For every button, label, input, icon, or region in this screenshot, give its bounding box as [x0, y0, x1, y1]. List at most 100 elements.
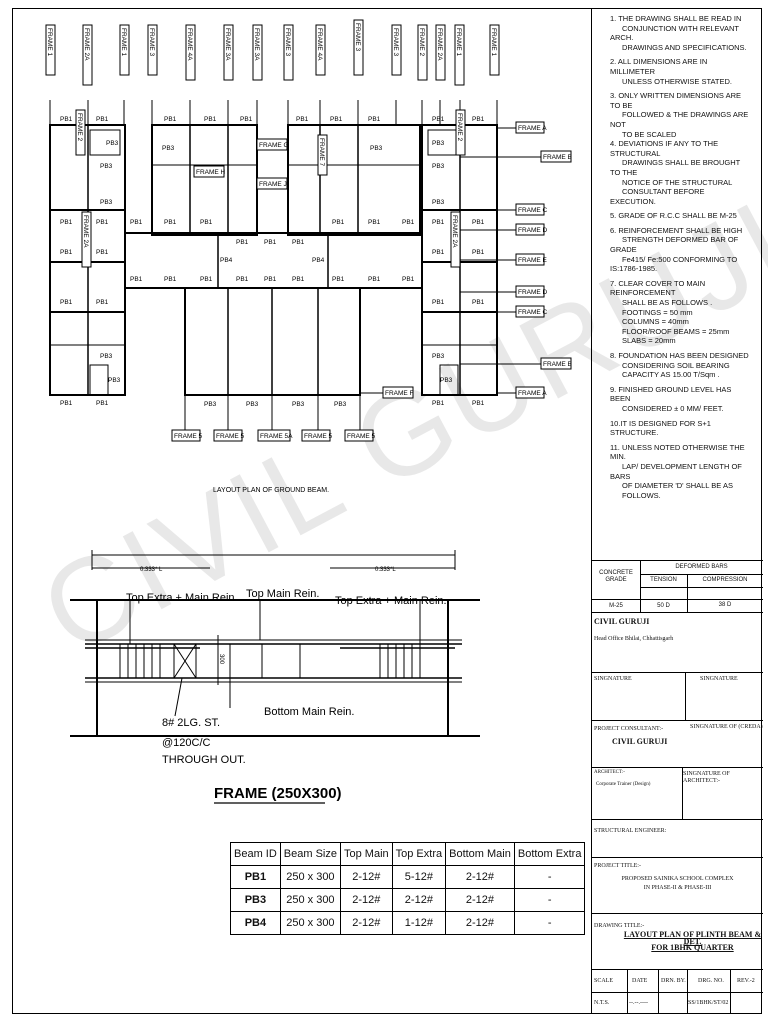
svg-text:PB1: PB1 [240, 116, 253, 123]
frame-tag: FRAME H [196, 169, 226, 176]
frame-tag: FRAME 3 [354, 23, 361, 52]
svg-text:PB1: PB1 [296, 116, 309, 123]
frame-tag: FRAME E [518, 257, 548, 264]
frame-tag: FRAME 2A [451, 215, 458, 248]
svg-text:PB1: PB1 [200, 219, 213, 226]
svg-text:PB1: PB1 [264, 276, 277, 283]
svg-text:PB3: PB3 [432, 140, 445, 147]
svg-text:PB1: PB1 [472, 249, 485, 256]
svg-text:PB3: PB3 [108, 377, 121, 384]
svg-text:PB3: PB3 [432, 163, 445, 170]
frame-tag: FRAME 3A [224, 28, 231, 61]
svg-text:PB3: PB3 [100, 353, 113, 360]
svg-text:PB4: PB4 [220, 257, 233, 264]
frame-tag: FRAME 5 [347, 433, 376, 440]
frame-tag: FRAME 5 [174, 433, 203, 440]
frame-detail: 0.333* L 0.333*L Top Extra + Main Rein. … [70, 550, 480, 804]
svg-text:PB3: PB3 [432, 199, 445, 206]
side-frame-tags: FRAME A FRAME B FRAME C FRAME D FRAME E … [515, 121, 572, 399]
svg-text:PB1: PB1 [432, 116, 445, 123]
svg-text:PB3: PB3 [162, 145, 175, 152]
svg-text:PB1: PB1 [292, 239, 305, 246]
svg-text:PB1: PB1 [368, 219, 381, 226]
frame-tag: FRAME A [518, 390, 547, 397]
frame-tag: FRAME 3 [148, 28, 155, 57]
stirrup-text-3: THROUGH OUT. [162, 754, 246, 766]
notes-divider [591, 8, 592, 560]
svg-text:PB1: PB1 [472, 219, 485, 226]
plan-title: LAYOUT PLAN OF GROUND BEAM. [213, 487, 329, 494]
svg-text:PB1: PB1 [472, 299, 485, 306]
layout-plan: FRAME 1 FRAME 2A FRAME 1 FRAME 3 FRAME 4… [45, 19, 572, 494]
frame-tag: FRAME 5A [260, 433, 293, 440]
svg-text:PB3: PB3 [204, 401, 217, 408]
depth-label: 300 [218, 654, 224, 665]
svg-text:PB1: PB1 [130, 219, 143, 226]
svg-text:PB1: PB1 [96, 116, 109, 123]
frame-tag: FRAME 5 [216, 433, 245, 440]
bottom-main: Bottom Main Rein. [264, 706, 354, 718]
svg-text:PB3: PB3 [100, 199, 113, 206]
title-block: CONCRETE GRADE DEFORMED BARS TENSION COM… [591, 560, 763, 1014]
svg-text:PB1: PB1 [368, 116, 381, 123]
svg-text:PB3: PB3 [370, 145, 383, 152]
svg-text:PB1: PB1 [60, 249, 73, 256]
svg-text:PB1: PB1 [402, 276, 415, 283]
svg-text:PB3: PB3 [292, 401, 305, 408]
svg-text:PB3: PB3 [106, 140, 119, 147]
svg-text:PB1: PB1 [60, 219, 73, 226]
svg-text:PB1: PB1 [368, 276, 381, 283]
svg-text:PB1: PB1 [60, 299, 73, 306]
frame-tag: FRAME 2A [83, 28, 90, 61]
frame-tag: FRAME B [543, 361, 572, 368]
frame-tag: FRAME 4A [316, 28, 323, 61]
frame-tag: FRAME 1 [490, 28, 497, 57]
frame-tag: FRAME C [518, 207, 548, 214]
svg-text:PB3: PB3 [334, 401, 347, 408]
frame-tag: FRAME 3A [253, 28, 260, 61]
frame-tag: FRAME D [518, 227, 548, 234]
svg-text:PB1: PB1 [432, 219, 445, 226]
svg-text:PB3: PB3 [100, 163, 113, 170]
frame-tag: FRAME 7 [318, 138, 325, 167]
svg-text:PB1: PB1 [472, 116, 485, 123]
svg-text:PB1: PB1 [292, 276, 305, 283]
svg-text:PB1: PB1 [432, 299, 445, 306]
bottom-frame-tags: FRAME 5 FRAME 5 FRAME 5A FRAME 5 FRAME 5 [171, 429, 376, 442]
svg-text:PB1: PB1 [432, 249, 445, 256]
dim-left: 0.333* L [140, 567, 163, 573]
frame-tag: FRAME A [518, 125, 547, 132]
top-extra-left: Top Extra + Main Rein. [126, 592, 238, 604]
frame-tag: FRAME 2A [436, 28, 443, 61]
svg-text:PB1: PB1 [402, 219, 415, 226]
svg-text:PB3: PB3 [432, 353, 445, 360]
svg-text:PB1: PB1 [236, 239, 249, 246]
svg-text:PB1: PB1 [60, 400, 73, 407]
firm-name: CIVIL GURUJI [594, 617, 650, 626]
svg-text:PB1: PB1 [330, 116, 343, 123]
frame-tag: FRAME 1 [120, 28, 127, 57]
svg-text:PB3: PB3 [246, 401, 259, 408]
frame-tag: FRAME D [518, 289, 548, 296]
top-frame-tags: FRAME 1 FRAME 2A FRAME 1 FRAME 3 FRAME 4… [45, 19, 500, 86]
frame-tag: FRAME F [385, 390, 414, 397]
frame-title: FRAME (250X300) [214, 785, 342, 802]
frame-tag: FRAME 3 [392, 28, 399, 57]
svg-text:PB1: PB1 [204, 116, 217, 123]
frame-tag: FRAME B [543, 154, 572, 161]
stirrup-text-1: 8# 2LG. ST. [162, 717, 220, 729]
svg-text:PB1: PB1 [332, 276, 345, 283]
frame-tag: FRAME 3 [284, 28, 291, 57]
svg-text:PB1: PB1 [472, 400, 485, 407]
frame-tag: FRAME G [259, 142, 289, 149]
svg-text:PB1: PB1 [96, 400, 109, 407]
frame-tag: FRAME 5 [304, 433, 333, 440]
svg-text:PB1: PB1 [96, 219, 109, 226]
svg-text:PB1: PB1 [60, 116, 73, 123]
svg-text:PB1: PB1 [432, 400, 445, 407]
frame-tag: FRAME 2 [456, 113, 463, 142]
svg-text:PB1: PB1 [164, 276, 177, 283]
